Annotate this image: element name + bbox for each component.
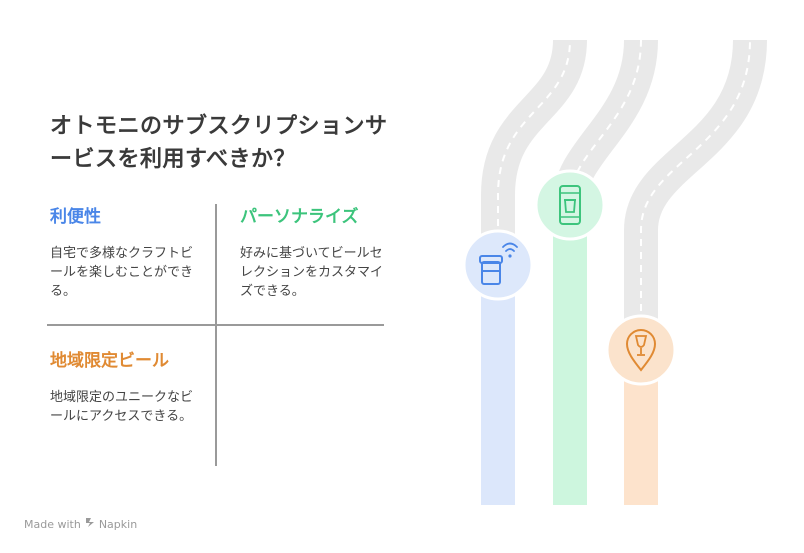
vertical-divider [215,204,217,466]
personalize-description: 好みに基づいてビールセレクションをカスタマイズできる。 [240,246,384,299]
watermark: Made with Napkin [24,517,137,531]
personalize-heading: パーソナライズ [240,207,359,227]
regional-beer-heading: 地域限定ビール [50,351,169,371]
road-right [624,40,767,350]
watermark-brand: Napkin [98,517,138,531]
roads-illustration [462,40,767,505]
horizontal-divider [47,324,384,326]
wifi-keg-icon [462,229,534,301]
smartphone-beer-icon [534,169,606,241]
green-bar [553,205,587,505]
convenience-description: 自宅で多様なクラフトビールを楽しむことができる。 [50,246,194,299]
watermark-prefix: Made with [24,517,81,531]
convenience-heading: 利便性 [50,207,101,227]
blue-bar [481,265,515,505]
map-pin-glass-icon [605,314,677,386]
napkin-logo-icon [85,517,95,531]
regional-beer-description: 地域限定のユニークなビールにアクセスできる。 [50,390,194,424]
page-title: オトモニのサブスクリプションサービスを利用すべきか？ [50,114,388,172]
